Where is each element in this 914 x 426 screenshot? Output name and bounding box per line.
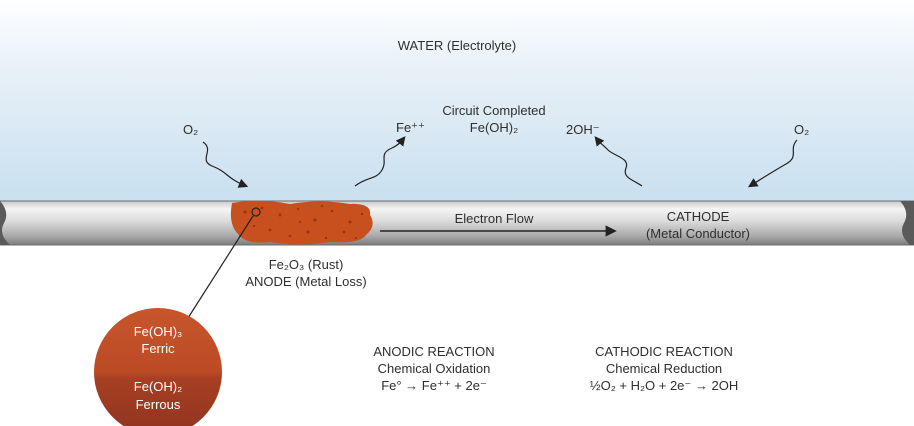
ferric-formula: Fe(OH)₃ bbox=[133, 324, 183, 339]
fe-ion-label: Fe⁺⁺ bbox=[396, 120, 425, 135]
oh-ion-arrow bbox=[594, 136, 643, 187]
anodic-reaction-equation: Fe° → Fe⁺⁺ + 2e⁻ bbox=[381, 378, 487, 393]
water-label: WATER (Electrolyte) bbox=[397, 38, 517, 53]
rust-detail-marker bbox=[251, 207, 261, 217]
cathode-sub-label: (Metal Conductor) bbox=[645, 226, 751, 241]
oh-ion-label: 2OH⁻ bbox=[566, 122, 600, 137]
anodic-reaction-subtitle: Chemical Oxidation bbox=[377, 361, 491, 376]
anode-label: ANODE (Metal Loss) bbox=[245, 274, 367, 289]
o2-left-label: O₂ bbox=[183, 122, 199, 137]
rust-label: Fe₂O₃ (Rust) bbox=[268, 257, 344, 272]
fe-ion-arrow bbox=[354, 136, 406, 187]
ferric-label: Ferric bbox=[141, 341, 175, 356]
ferrous-label: Ferrous bbox=[135, 397, 181, 412]
rust-patch bbox=[230, 200, 373, 245]
o2-left-arrow bbox=[202, 141, 249, 188]
pipe-right-end bbox=[900, 201, 914, 245]
o2-right-arrow bbox=[747, 139, 798, 188]
oxide-detail-circle bbox=[94, 308, 222, 426]
cathodic-reaction-subtitle: Chemical Reduction bbox=[605, 361, 723, 376]
cathodic-reaction-title: CATHODIC REACTION bbox=[595, 344, 733, 359]
o2-right-label: O₂ bbox=[794, 122, 810, 137]
pipe-left-end bbox=[0, 201, 10, 245]
circuit-compound-label: Fe(OH)₂ bbox=[469, 120, 519, 135]
electron-flow-label: Electron Flow bbox=[454, 211, 534, 226]
anodic-reaction-title: ANODIC REACTION bbox=[373, 344, 495, 359]
water-region bbox=[0, 0, 914, 205]
detail-connector-line bbox=[187, 215, 254, 319]
circuit-completed-label: Circuit Completed bbox=[442, 103, 546, 118]
cathodic-reaction-equation: ½O₂ + H₂O + 2e⁻ → 2OH bbox=[589, 378, 739, 393]
rust-texture bbox=[238, 204, 364, 240]
cathode-label: CATHODE bbox=[666, 209, 730, 224]
pipe bbox=[0, 200, 914, 246]
ferrous-formula: Fe(OH)₂ bbox=[133, 379, 183, 394]
